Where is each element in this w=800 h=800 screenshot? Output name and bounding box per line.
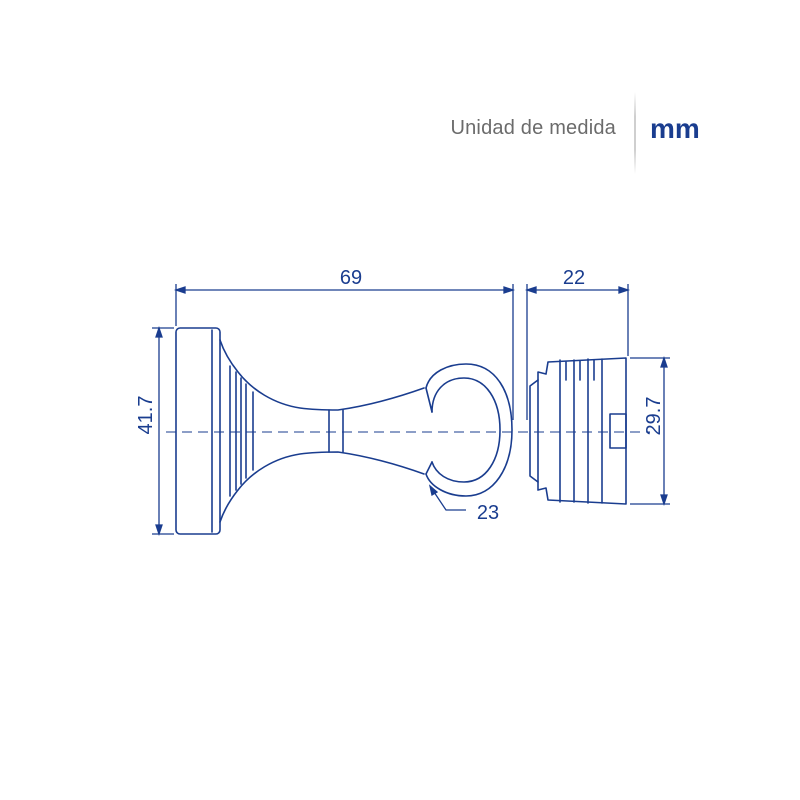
hook-ring — [425, 363, 513, 497]
catch-cap — [537, 357, 627, 505]
unit-value: mm — [650, 113, 700, 144]
label-catch-diameter: 29.7 — [643, 397, 665, 436]
label-overall-length: 69 — [340, 267, 362, 289]
label-base-diameter: 41.7 — [135, 396, 157, 435]
label-hook-diameter: 23 — [477, 502, 499, 524]
unit-label: Unidad de medida — [450, 117, 616, 139]
dimension-hook-leader — [428, 484, 466, 511]
magnetic-catch — [529, 357, 627, 505]
base-plate — [175, 327, 221, 535]
label-catch-depth: 22 — [563, 267, 585, 289]
dimension-base-diameter — [152, 325, 174, 537]
dimension-catch-depth — [524, 284, 631, 420]
dimension-overall-length — [173, 284, 516, 420]
header-divider — [634, 92, 636, 174]
door-stop-body — [175, 327, 513, 535]
dimension-catch-diameter — [630, 355, 670, 507]
neck-outline — [219, 339, 425, 411]
